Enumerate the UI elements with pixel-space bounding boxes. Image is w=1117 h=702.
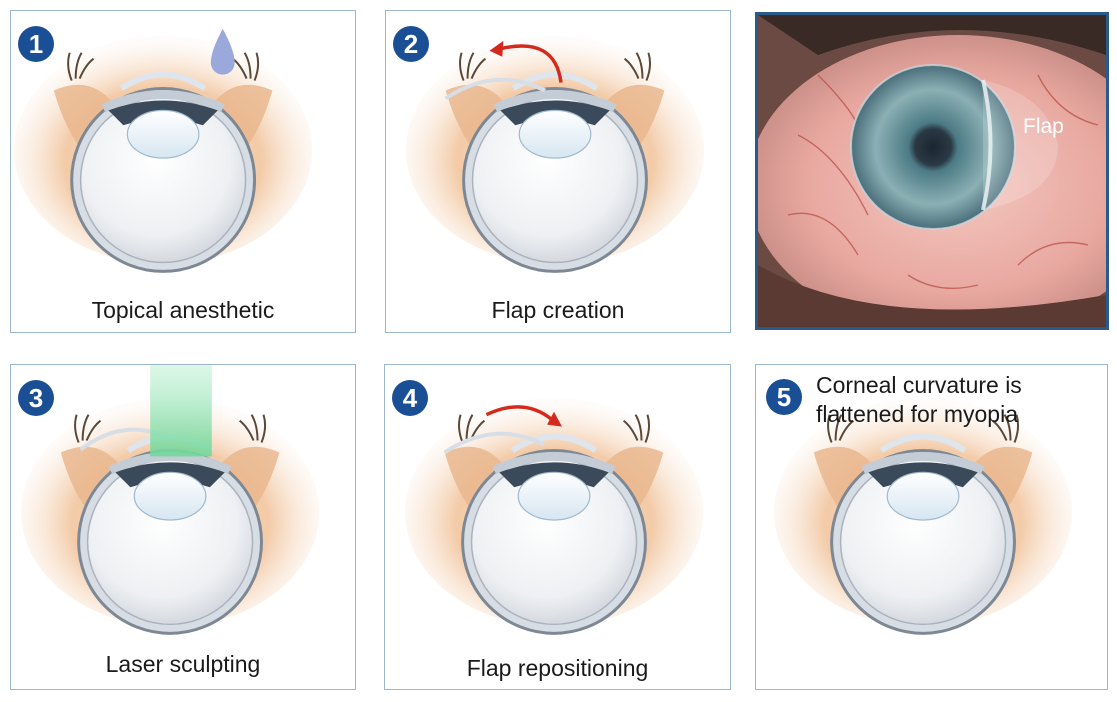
step-2-panel: 2 Flap creation — [385, 10, 731, 333]
curved-arrow-icon — [499, 44, 563, 83]
flap-edge — [981, 79, 993, 211]
corneal-flap — [444, 77, 546, 101]
eye-photo-illustration — [758, 15, 1106, 327]
step-4-badge: 4 — [392, 380, 428, 416]
step-2-caption: Flap creation — [491, 297, 625, 323]
step-5-panel: 5 Corneal curvature is flattened for myo… — [755, 364, 1108, 690]
step-1-badge: 1 — [18, 26, 54, 62]
step-3-caption: Laser sculpting — [105, 651, 261, 677]
curved-arrow-icon — [485, 405, 554, 422]
laser-beam-icon — [150, 365, 212, 457]
step-3-panel: 3 Laser sculpting — [10, 364, 356, 690]
eye-diagram-icon — [11, 365, 355, 689]
eye-diagram-icon — [386, 11, 730, 332]
eye-drop-icon — [210, 28, 235, 75]
step-5-caption-line1: Corneal curvature is — [816, 372, 1022, 398]
step-5-caption-line2: flattened for myopia — [816, 401, 1019, 427]
step-1-caption: Topical anesthetic — [91, 297, 275, 323]
step-4-caption: Flap repositioning — [466, 655, 649, 681]
step-4-panel: 4 Flap repositioning — [384, 364, 731, 690]
eye-diagram-icon — [385, 365, 730, 689]
step-5-caption: Corneal curvature is flattened for myopi… — [816, 371, 1106, 429]
flap-photo: Flap — [755, 12, 1109, 330]
step-2-badge: 2 — [393, 26, 429, 62]
step-1-panel: 1 Topical anesthetic — [10, 10, 356, 333]
step-3-badge: 3 — [18, 380, 54, 416]
corneal-flap — [443, 431, 545, 455]
flap-label: Flap — [1023, 115, 1064, 138]
eye-diagram-icon — [11, 28, 355, 332]
step-5-badge: 5 — [766, 379, 802, 415]
